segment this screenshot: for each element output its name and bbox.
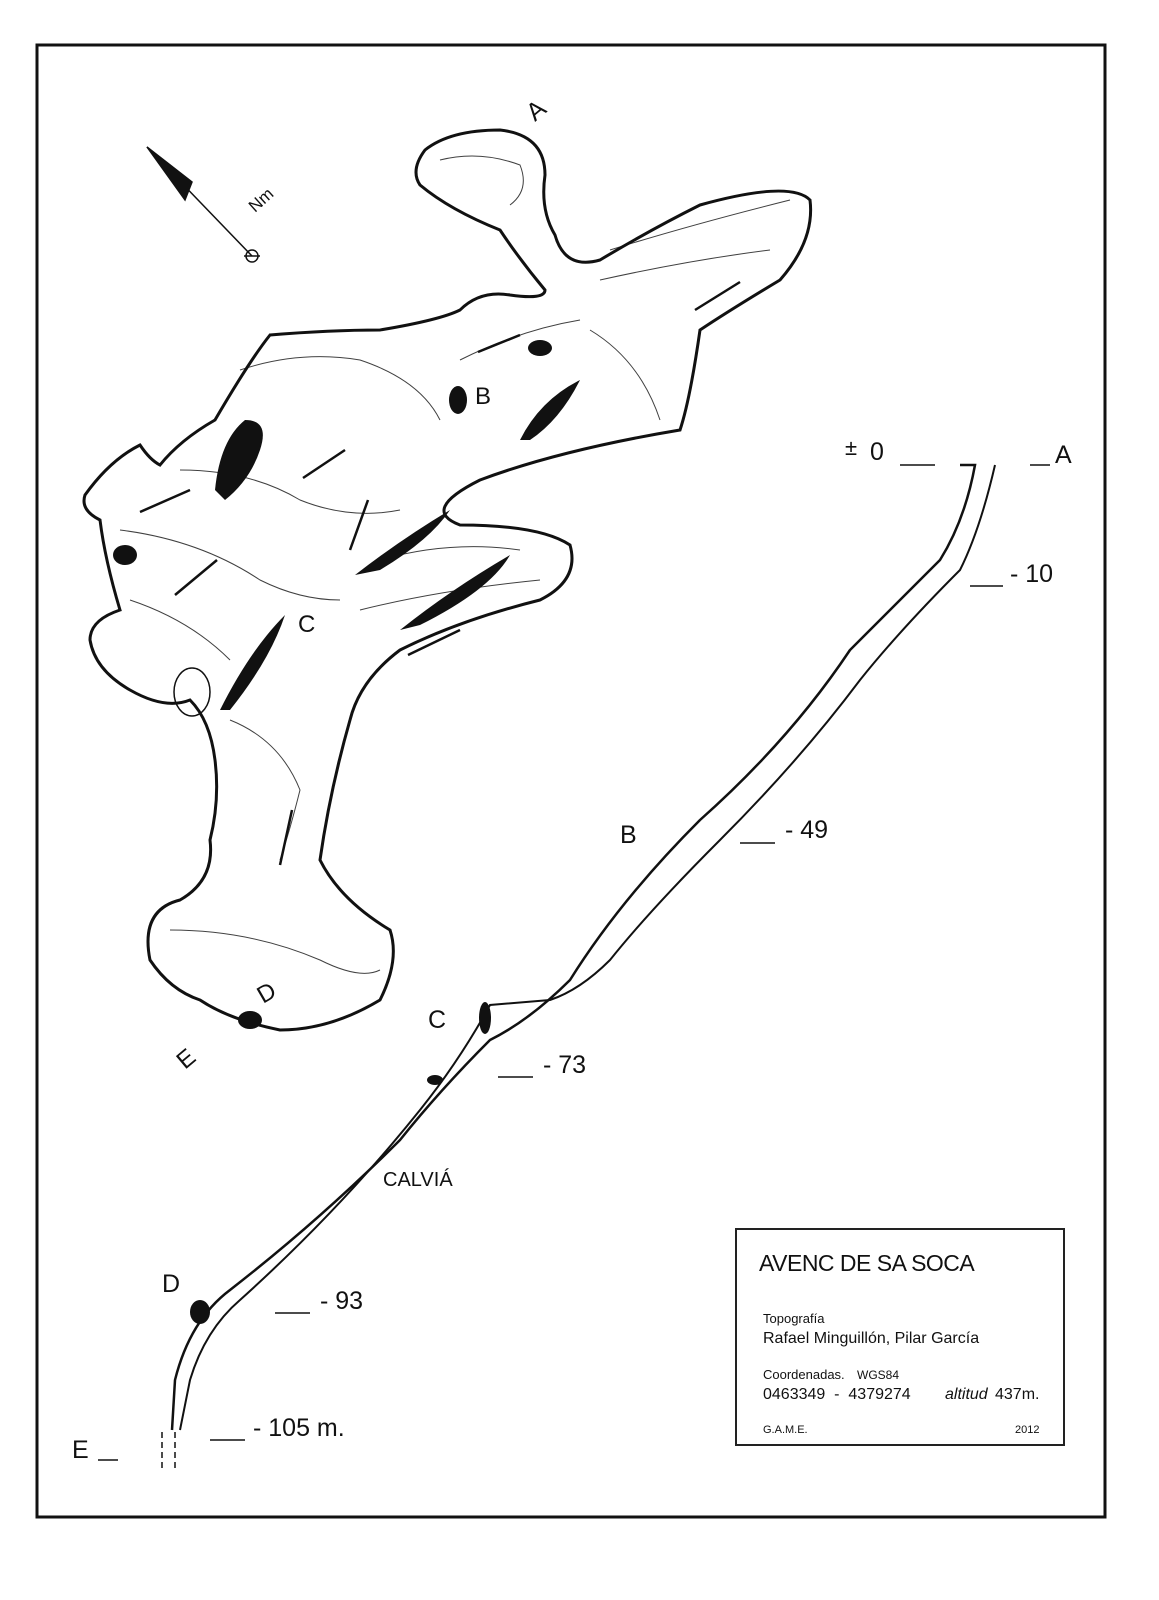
survey-year: 2012 <box>1015 1424 1040 1436</box>
coords-label: Coordenadas. <box>763 1367 845 1382</box>
altitude-value: 437m. <box>995 1386 1040 1403</box>
plan-point-d: D <box>253 977 282 1009</box>
municipality-label: CALVIÁ <box>383 1168 453 1191</box>
surface-symbol: ± <box>845 435 857 460</box>
group-name: G.A.M.E. <box>763 1424 808 1436</box>
slope-arrow-icons <box>139 280 741 866</box>
section-point-a: A <box>1055 441 1072 469</box>
datum: WGS84 <box>857 1368 900 1382</box>
rock-blocks <box>113 340 580 1029</box>
depth-73: - 73 <box>543 1051 586 1079</box>
depth-105: - 105 m. <box>253 1414 345 1442</box>
section-point-e: E <box>72 1436 89 1464</box>
north-arrow-icon <box>146 146 260 263</box>
depth-ticks <box>98 464 1050 1461</box>
plan-point-a: A <box>521 94 552 126</box>
map-frame <box>35 43 1107 1519</box>
plan-view <box>82 128 813 1032</box>
cave-title: AVENC DE SA SOCA <box>759 1250 975 1276</box>
surveyors: Rafael Minguillón, Pilar García <box>763 1330 980 1347</box>
depth-93: - 93 <box>320 1287 363 1315</box>
depth-49: - 49 <box>785 816 828 844</box>
coordinates: 0463349 - 4379274 <box>763 1386 911 1403</box>
section-point-c: C <box>428 1006 446 1034</box>
plan-point-b: B <box>475 383 491 410</box>
section-point-d: D <box>162 1270 180 1298</box>
section-point-b: B <box>620 821 637 849</box>
depth-10: - 10 <box>1010 560 1053 588</box>
plan-point-e: E <box>172 1044 202 1075</box>
plan-point-c: C <box>298 611 315 638</box>
depth-0: 0 <box>870 438 884 466</box>
altitude-label: altitud <box>945 1386 988 1403</box>
section-view <box>98 463 1050 1470</box>
north-label: Nm <box>245 184 277 216</box>
legend-box: AVENC DE SA SOCA Topografía Rafael Mingu… <box>735 1228 1065 1446</box>
survey-label: Topografía <box>763 1311 825 1326</box>
